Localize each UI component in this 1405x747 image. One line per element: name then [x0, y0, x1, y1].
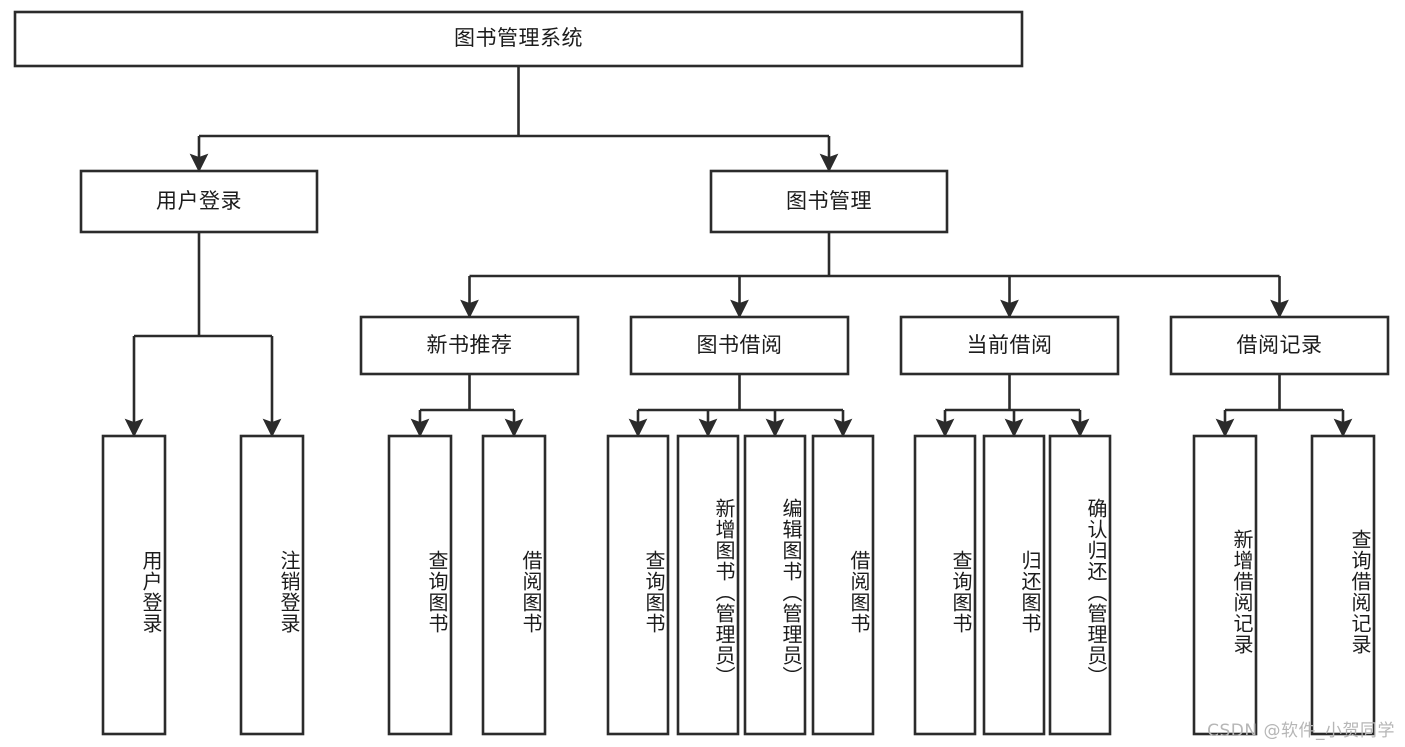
node-box-leaf-query-book-current[interactable]	[913, 434, 977, 736]
node-box-current-borrow[interactable]	[899, 315, 1120, 376]
node-box-leaf-return-book[interactable]	[982, 434, 1046, 736]
node-box-user-login[interactable]	[79, 169, 319, 234]
node-box-book-borrow[interactable]	[629, 315, 850, 376]
node-box-leaf-query-borrow-record[interactable]	[1310, 434, 1376, 736]
node-box-borrow-record[interactable]	[1169, 315, 1390, 376]
connectors-layer	[124, 66, 1353, 438]
node-box-leaf-logout[interactable]	[239, 434, 305, 736]
node-box-leaf-user-login[interactable]	[101, 434, 167, 736]
node-box-leaf-borrow-book[interactable]	[811, 434, 875, 736]
node-boxes-layer	[13, 10, 1390, 736]
node-box-book-management[interactable]	[709, 169, 949, 234]
node-box-leaf-query-book-recommend[interactable]	[387, 434, 453, 736]
node-box-leaf-borrow-book-recommend[interactable]	[481, 434, 547, 736]
node-box-leaf-edit-book-admin[interactable]	[743, 434, 807, 736]
node-box-leaf-query-book-borrow[interactable]	[606, 434, 670, 736]
node-box-leaf-add-book-admin[interactable]	[676, 434, 740, 736]
node-box-leaf-confirm-return-admin[interactable]	[1048, 434, 1112, 736]
node-box-root[interactable]	[13, 10, 1024, 68]
node-box-leaf-add-borrow-record[interactable]	[1192, 434, 1258, 736]
node-box-new-book-recommend[interactable]	[359, 315, 580, 376]
